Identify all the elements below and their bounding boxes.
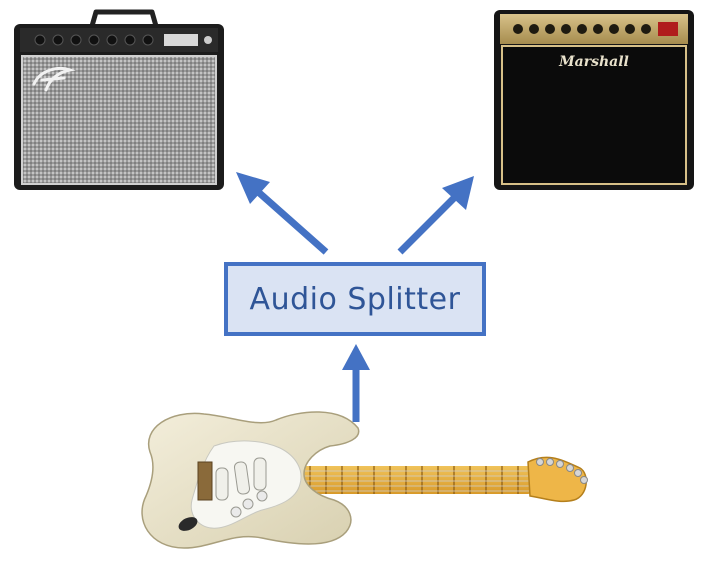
amp-left-icon	[14, 9, 224, 190]
arrow-up-right-icon	[397, 176, 474, 255]
audio-splitter-box: Audio Splitter	[224, 262, 486, 336]
audio-splitter-label: Audio Splitter	[249, 281, 461, 317]
arrow-up-left-icon	[236, 172, 329, 255]
arrow-up-icon	[342, 344, 370, 422]
amp-right-icon: Marshall	[494, 10, 694, 190]
electric-guitar-icon	[141, 411, 588, 549]
amp-brand-logo: Marshall	[558, 54, 629, 70]
